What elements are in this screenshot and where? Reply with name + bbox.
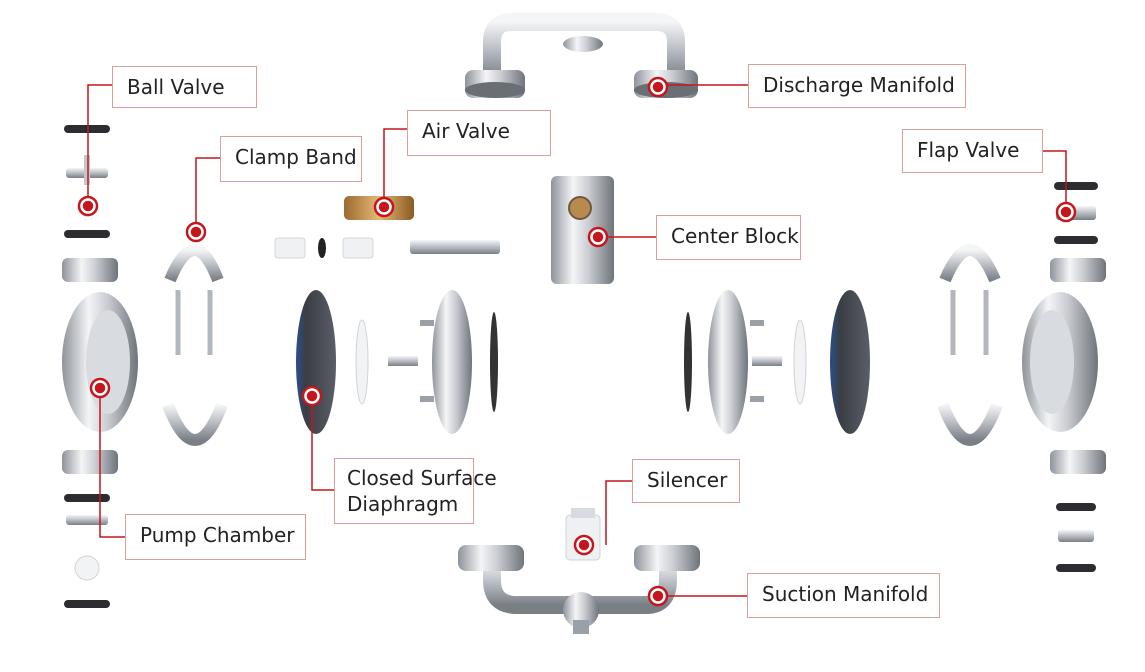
right-clamp-band-part xyxy=(937,244,1003,446)
label-discharge-manifold: Discharge Manifold xyxy=(748,64,966,108)
left-diaphragm-group xyxy=(296,290,498,434)
target-markers xyxy=(77,76,1077,607)
label-pump-chamber: Pump Chamber xyxy=(125,514,306,560)
leader-lines xyxy=(87,84,1067,597)
suction-manifold-part xyxy=(458,545,700,634)
label-silencer: Silencer xyxy=(632,459,740,503)
marker-flap-valve-icon xyxy=(1055,201,1077,223)
right-diaphragm-group xyxy=(684,290,870,434)
label-discharge-manifold-text: Discharge Manifold xyxy=(763,73,955,97)
label-center-block: Center Block xyxy=(656,215,801,260)
marker-ball-valve-icon xyxy=(77,195,99,217)
label-center-block-text: Center Block xyxy=(671,224,799,248)
label-ball-valve-text: Ball Valve xyxy=(127,75,225,99)
left-clamp-band-part xyxy=(162,244,228,446)
marker-diaphragm-icon xyxy=(301,385,323,407)
label-flap-valve-text: Flap Valve xyxy=(917,138,1020,162)
center-block-part xyxy=(551,176,614,284)
label-closed-surface-diaphragm: Closed Surface Diaphragm xyxy=(334,458,497,524)
label-clamp-band-text: Clamp Band xyxy=(235,145,357,169)
marker-clamp-band-icon xyxy=(185,221,207,243)
marker-pump-chamber-icon xyxy=(89,377,111,399)
label-air-valve-text: Air Valve xyxy=(422,119,510,143)
label-suction-manifold: Suction Manifold xyxy=(747,573,940,618)
label-clamp-band: Clamp Band xyxy=(220,136,362,182)
left-pump-chamber-part xyxy=(62,258,138,474)
label-diaphragm-line2: Diaphragm xyxy=(347,492,459,516)
left-ball-valve-stack xyxy=(64,125,110,608)
label-pump-chamber-text: Pump Chamber xyxy=(140,523,295,547)
label-air-valve: Air Valve xyxy=(407,110,551,156)
label-suction-manifold-text: Suction Manifold xyxy=(762,582,929,606)
marker-suction-manifold-icon xyxy=(647,585,669,607)
marker-silencer-icon xyxy=(573,534,595,556)
marker-center-block-icon xyxy=(587,226,609,248)
label-flap-valve: Flap Valve xyxy=(902,129,1043,173)
label-silencer-text: Silencer xyxy=(647,468,728,492)
label-ball-valve: Ball Valve xyxy=(112,66,257,108)
right-pump-chamber-part xyxy=(1022,258,1106,474)
marker-discharge-manifold-icon xyxy=(647,76,669,98)
label-diaphragm-line1: Closed Surface xyxy=(347,466,497,490)
marker-air-valve-icon xyxy=(373,196,395,218)
